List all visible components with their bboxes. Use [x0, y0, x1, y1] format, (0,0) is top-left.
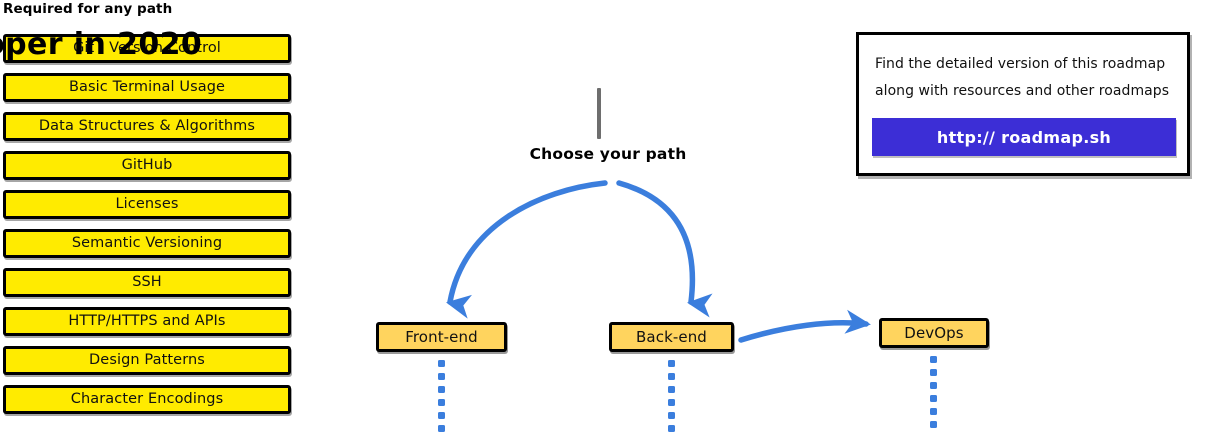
- trail-dot: [438, 399, 445, 406]
- trail-dot: [930, 369, 937, 376]
- trail-dot: [668, 360, 675, 367]
- path-node-front-end[interactable]: Front-end: [376, 322, 507, 352]
- trunk-connector-line: [597, 88, 601, 139]
- required-items-list: Git - Version Control Basic Terminal Usa…: [3, 34, 291, 424]
- trail-dot: [668, 373, 675, 380]
- path-node-devops[interactable]: DevOps: [879, 318, 989, 348]
- required-item-http-https-and-apis[interactable]: HTTP/HTTPS and APIs: [3, 307, 291, 336]
- roadmap-link-button[interactable]: http:// roadmap.sh: [872, 118, 1176, 156]
- required-item-label: Design Patterns: [89, 352, 205, 369]
- roadmap-info-text: Find the detailed version of this roadma…: [875, 51, 1177, 105]
- trail-dot: [930, 395, 937, 402]
- required-item-design-patterns[interactable]: Design Patterns: [3, 346, 291, 375]
- roadmap-info-box: Find the detailed version of this roadma…: [856, 32, 1190, 176]
- dot-trail-back-end: [668, 360, 676, 438]
- required-item-label: GitHub: [121, 157, 173, 174]
- trail-dot: [930, 382, 937, 389]
- required-section-heading: Required for any path: [3, 1, 173, 17]
- trail-dot: [930, 356, 937, 363]
- trail-dot: [438, 425, 445, 432]
- arrow-to-frontend: [446, 180, 608, 319]
- arrow-backend-to-devops: [738, 309, 871, 343]
- required-item-licenses[interactable]: Licenses: [3, 190, 291, 219]
- trail-dot: [930, 421, 937, 428]
- required-item-label: Semantic Versioning: [71, 235, 223, 252]
- path-node-label: Back-end: [636, 327, 707, 346]
- required-item-github[interactable]: GitHub: [3, 151, 291, 180]
- required-item-label: Licenses: [115, 196, 179, 213]
- trail-dot: [438, 360, 445, 367]
- trail-dot: [438, 412, 445, 419]
- path-node-label: Front-end: [405, 327, 478, 346]
- required-item-label: Git - Version Control: [73, 40, 221, 57]
- trail-dot: [668, 399, 675, 406]
- trail-dot: [438, 373, 445, 380]
- trail-dot: [668, 386, 675, 393]
- trail-dot: [930, 408, 937, 415]
- required-item-basic-terminal-usage[interactable]: Basic Terminal Usage: [3, 73, 291, 102]
- required-item-semantic-versioning[interactable]: Semantic Versioning: [3, 229, 291, 258]
- required-item-label: HTTP/HTTPS and APIs: [68, 313, 226, 330]
- required-item-label: Basic Terminal Usage: [68, 79, 226, 96]
- required-item-character-encodings[interactable]: Character Encodings: [3, 385, 291, 414]
- trail-dot: [668, 412, 675, 419]
- trail-dot: [438, 386, 445, 393]
- choose-your-path-label: Choose your path: [529, 145, 687, 163]
- required-item-data-structures-algorithms[interactable]: Data Structures & Algorithms: [3, 112, 291, 141]
- required-item-git[interactable]: Git - Version Control: [3, 34, 291, 63]
- roadmap-info-line-1: Find the detailed version of this roadma…: [875, 56, 1166, 72]
- dot-trail-devops: [930, 356, 938, 434]
- dot-trail-front-end: [438, 360, 446, 438]
- trail-dot: [668, 425, 675, 432]
- path-node-back-end[interactable]: Back-end: [609, 322, 734, 352]
- roadmap-info-line-2: along with resources and other roadmaps: [875, 83, 1170, 99]
- required-item-label: Character Encodings: [70, 391, 224, 408]
- arrow-to-backend: [616, 180, 713, 318]
- path-node-label: DevOps: [904, 323, 964, 342]
- required-item-label: SSH: [132, 274, 162, 291]
- required-item-ssh[interactable]: SSH: [3, 268, 291, 297]
- roadmap-link-label: http:// roadmap.sh: [936, 127, 1112, 147]
- required-item-label: Data Structures & Algorithms: [38, 118, 256, 135]
